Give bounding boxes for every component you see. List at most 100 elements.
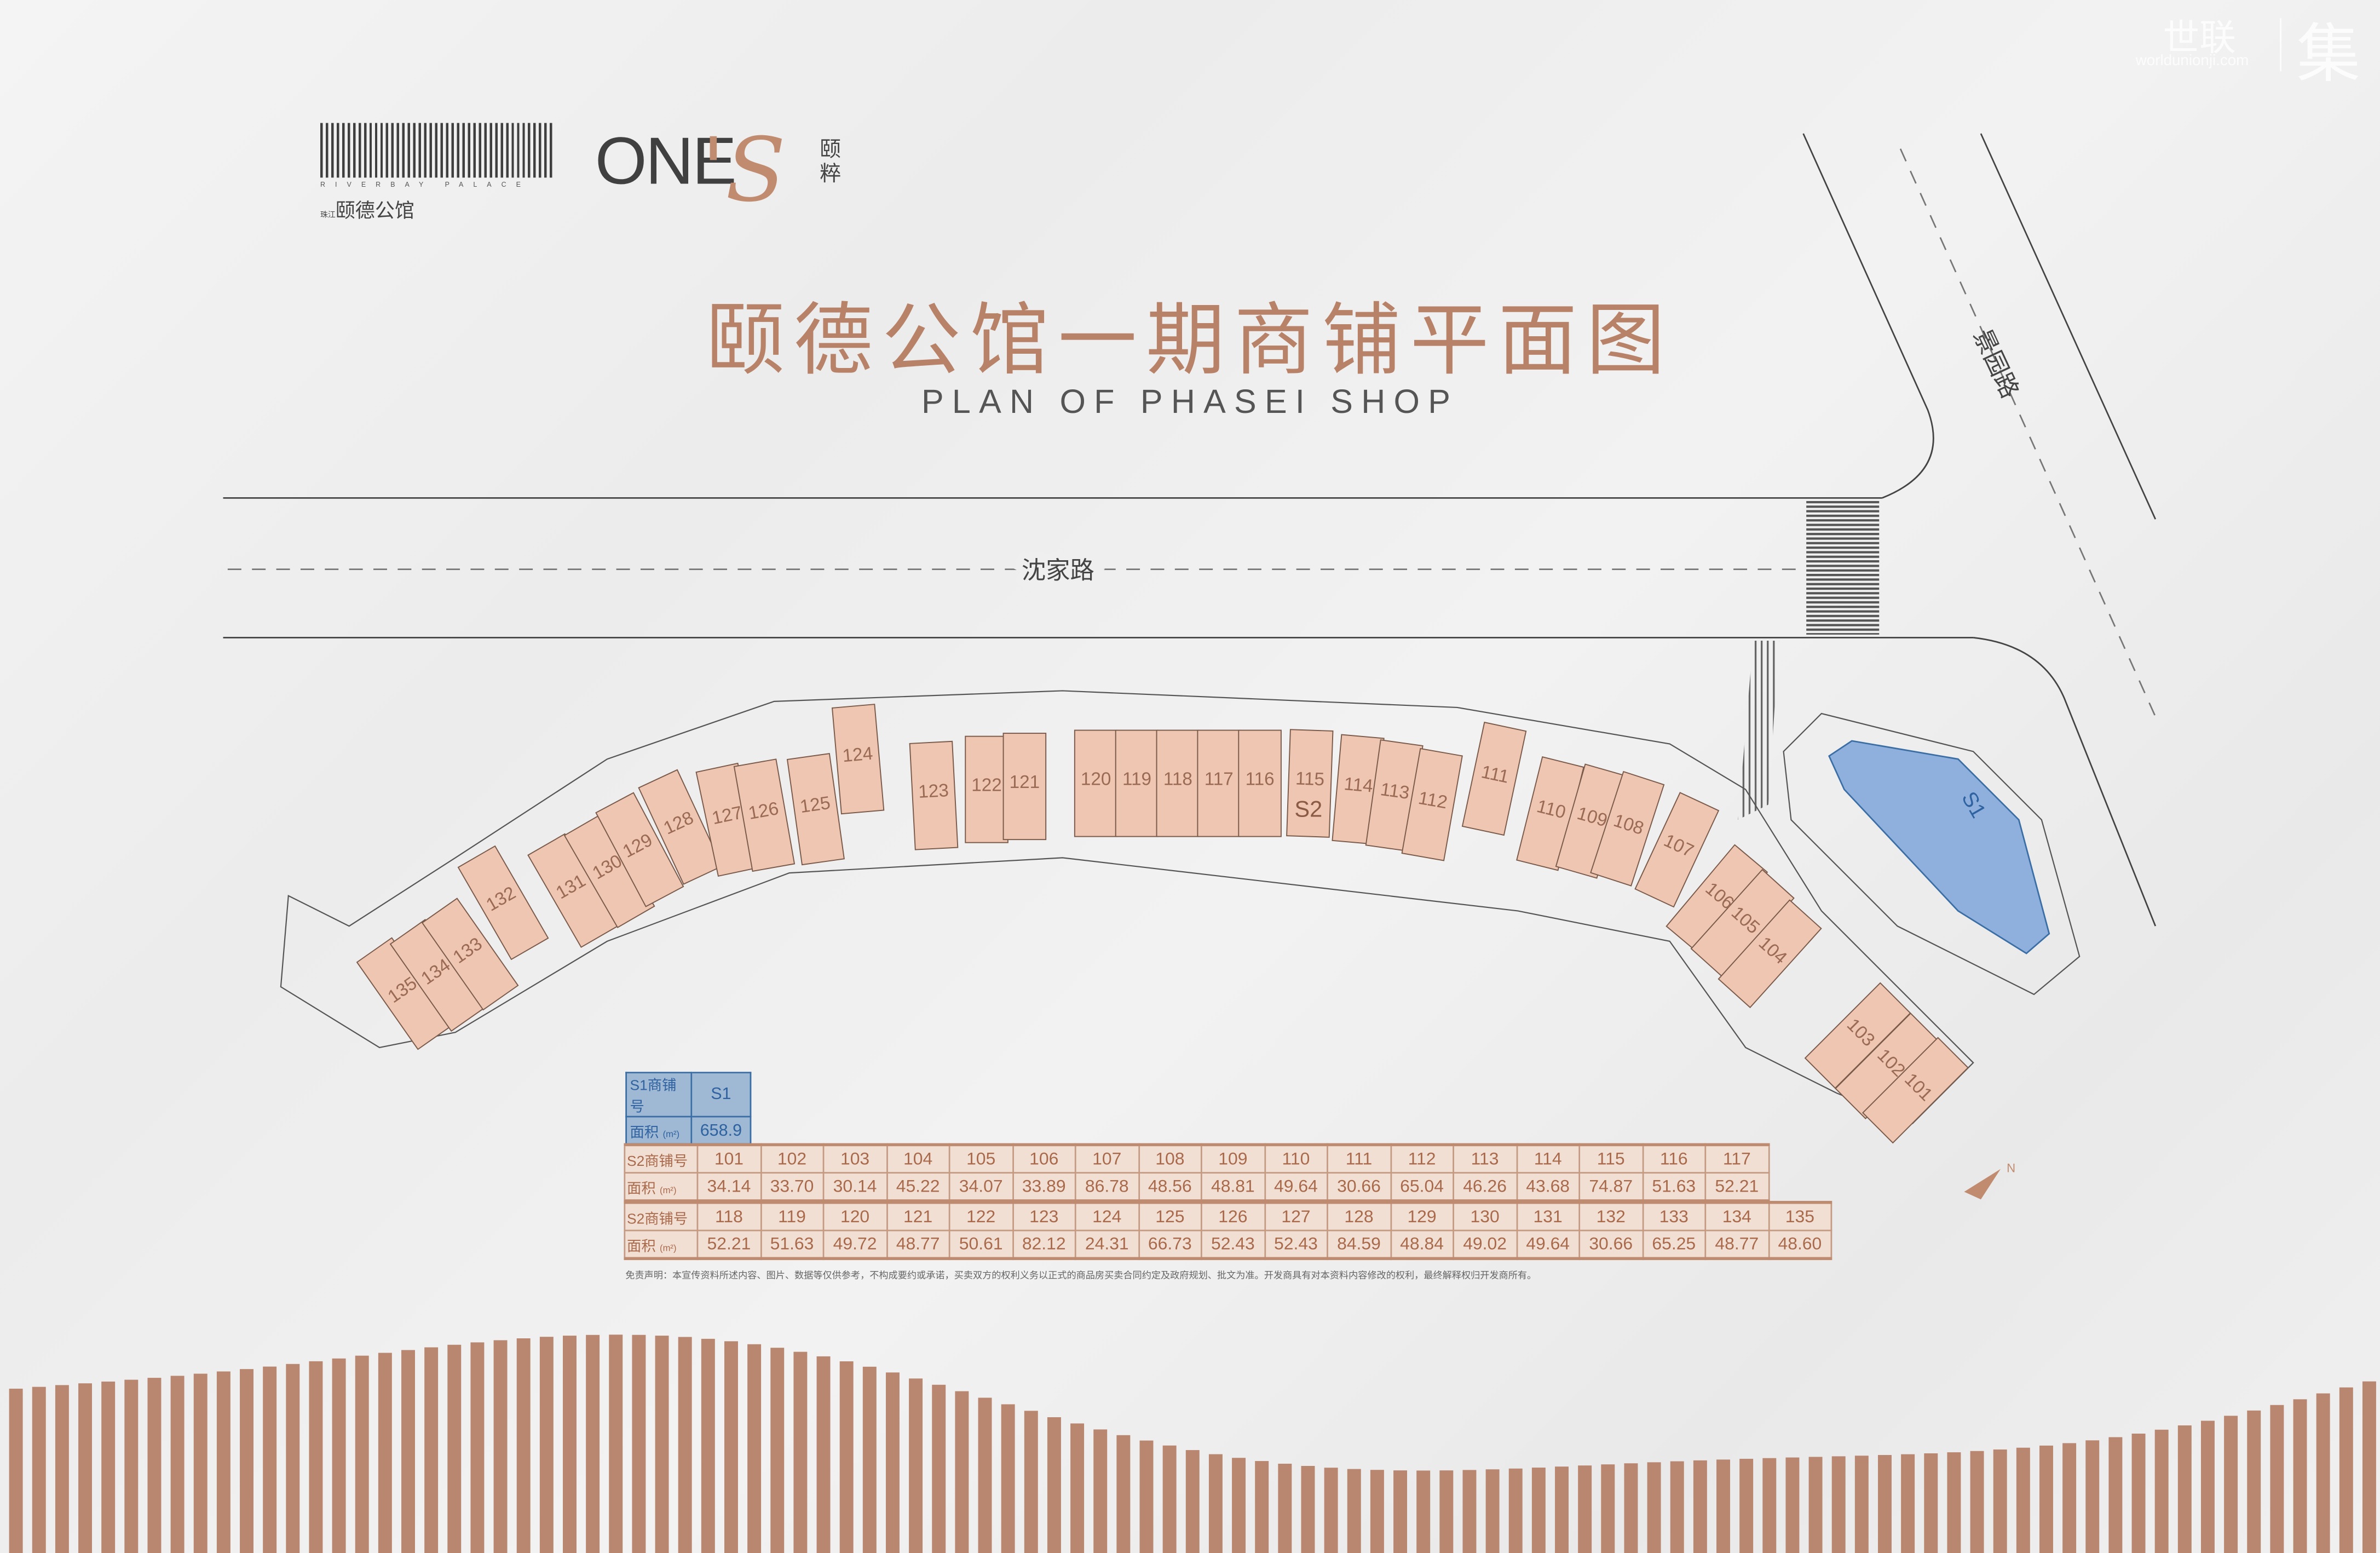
decorative-bar: [793, 1351, 808, 1553]
compass-north-label: N: [2007, 1161, 2015, 1175]
shop-number: 106: [1011, 1144, 1076, 1174]
decorative-bar: [32, 1387, 46, 1553]
shop-area: 52.21: [696, 1229, 762, 1259]
decorative-bar: [309, 1361, 323, 1553]
shop-number: 102: [759, 1144, 825, 1174]
decorative-bar: [1531, 1468, 1546, 1553]
shop-number: 104: [885, 1144, 950, 1174]
shop-area: 65.04: [1390, 1172, 1454, 1202]
decorative-bar: [216, 1371, 230, 1553]
decorative-bar: [1739, 1458, 1754, 1553]
decorative-bar: [2131, 1433, 2146, 1553]
shop-area: 49.64: [1264, 1172, 1328, 1202]
diagonal-road-edge-east: [1980, 133, 2157, 520]
compass-arrow-icon: [1964, 1169, 2001, 1200]
ones-logo-cn: 颐粹: [820, 136, 841, 186]
decorative-bar: [816, 1356, 831, 1553]
shop-unit: [421, 898, 519, 1011]
shop-unit: [786, 753, 845, 866]
decorative-bar: [1278, 1463, 1292, 1553]
shop-area: 46.26: [1453, 1172, 1517, 1202]
shop-number-label: 120: [1081, 769, 1111, 789]
shop-area: 65.25: [1641, 1229, 1707, 1259]
decorative-bar: [1024, 1411, 1038, 1553]
decorative-bar: [678, 1337, 692, 1553]
decorative-bar: [516, 1338, 531, 1553]
decorative-bar: [424, 1347, 439, 1553]
shop-area: 52.43: [1264, 1229, 1328, 1259]
decorative-bar: [539, 1337, 554, 1553]
decorative-bar: [1232, 1458, 1246, 1553]
shop-number: 123: [1011, 1201, 1076, 1232]
decorative-bar: [885, 1372, 900, 1553]
decorative-bar: [1716, 1459, 1730, 1553]
decorative-bar: [1670, 1461, 1684, 1553]
decorative-bar: [263, 1366, 277, 1553]
s1-site-outline: [1783, 712, 2081, 996]
shop-area: 66.73: [1137, 1229, 1202, 1259]
decorative-bar: [1070, 1423, 1085, 1553]
page-title: 颐德公馆一期商铺平面图: [706, 297, 1674, 386]
decorative-bar: [470, 1342, 485, 1553]
shop-unit: [457, 845, 549, 960]
shop-number: 113: [1453, 1144, 1517, 1174]
decorative-bar: [955, 1391, 969, 1553]
shop-number-label: 117: [1205, 769, 1234, 789]
road-label-shenjia: 沈家路: [1022, 557, 1094, 584]
decorative-bar: [2224, 1416, 2238, 1553]
shop-area: 48.77: [1704, 1229, 1770, 1259]
shop-number-label: 124: [842, 744, 873, 767]
decorative-bar: [1808, 1457, 1823, 1553]
shop-number: 125: [1137, 1201, 1202, 1232]
shop-unit: [1156, 729, 1200, 837]
decorative-bar: [2247, 1410, 2261, 1553]
watermark-divider: [2280, 18, 2281, 72]
decorative-bar: [1324, 1468, 1338, 1553]
decorative-bar: [170, 1376, 185, 1553]
decorative-bar: [193, 1373, 208, 1553]
decorative-bar: [1116, 1435, 1131, 1553]
shop-area: 52.21: [1704, 1172, 1770, 1202]
shop-number: 133: [1641, 1201, 1707, 1232]
shop-number-label: 119: [1122, 769, 1151, 789]
decorative-bar: [401, 1350, 415, 1553]
shop-area: 45.22: [885, 1172, 950, 1202]
shop-number: 107: [1074, 1144, 1139, 1174]
shop-area: 74.87: [1578, 1172, 1644, 1202]
decorative-bar: [355, 1355, 369, 1553]
decorative-bar: [78, 1383, 93, 1553]
shop-number: 124: [1074, 1201, 1139, 1232]
decorative-bars: [9, 1335, 2376, 1553]
shop-number: 120: [822, 1201, 888, 1232]
shop-area: 33.70: [759, 1172, 825, 1202]
shop-number: 105: [948, 1144, 1013, 1174]
shop-number: 131: [1515, 1201, 1581, 1232]
decorative-bar: [1185, 1450, 1200, 1553]
decorative-bar: [701, 1338, 715, 1553]
decorative-bar: [1578, 1465, 1592, 1553]
diagonal-road-centerline: [1899, 148, 2157, 717]
shop-area: 84.59: [1327, 1229, 1391, 1259]
decorative-bar: [1924, 1453, 1938, 1553]
riverbay-logo-prefix: 珠江: [320, 211, 336, 220]
diagonal-road-edge-west: [1802, 133, 1934, 499]
shop-number-label: 115: [1295, 768, 1324, 790]
decorative-bar: [2016, 1447, 2030, 1553]
shop-unit: [638, 769, 723, 885]
shop-number: 117: [1704, 1144, 1770, 1174]
shop-area: 49.02: [1453, 1229, 1517, 1259]
shop-area: 30.66: [1327, 1172, 1391, 1202]
shop-number-label: 122: [971, 775, 1001, 795]
decorative-bar: [1785, 1457, 1800, 1553]
decorative-bar: [2270, 1405, 2284, 1553]
decorative-bar: [1854, 1456, 1869, 1553]
shop-unit: [1401, 747, 1463, 861]
decorative-bar: [2200, 1420, 2215, 1553]
shop-unit: [595, 792, 684, 907]
decorative-bar: [1624, 1463, 1638, 1553]
ones-logo-s: 'S: [701, 118, 786, 222]
decorative-bar: [770, 1348, 785, 1553]
decorative-bar: [1301, 1466, 1315, 1553]
